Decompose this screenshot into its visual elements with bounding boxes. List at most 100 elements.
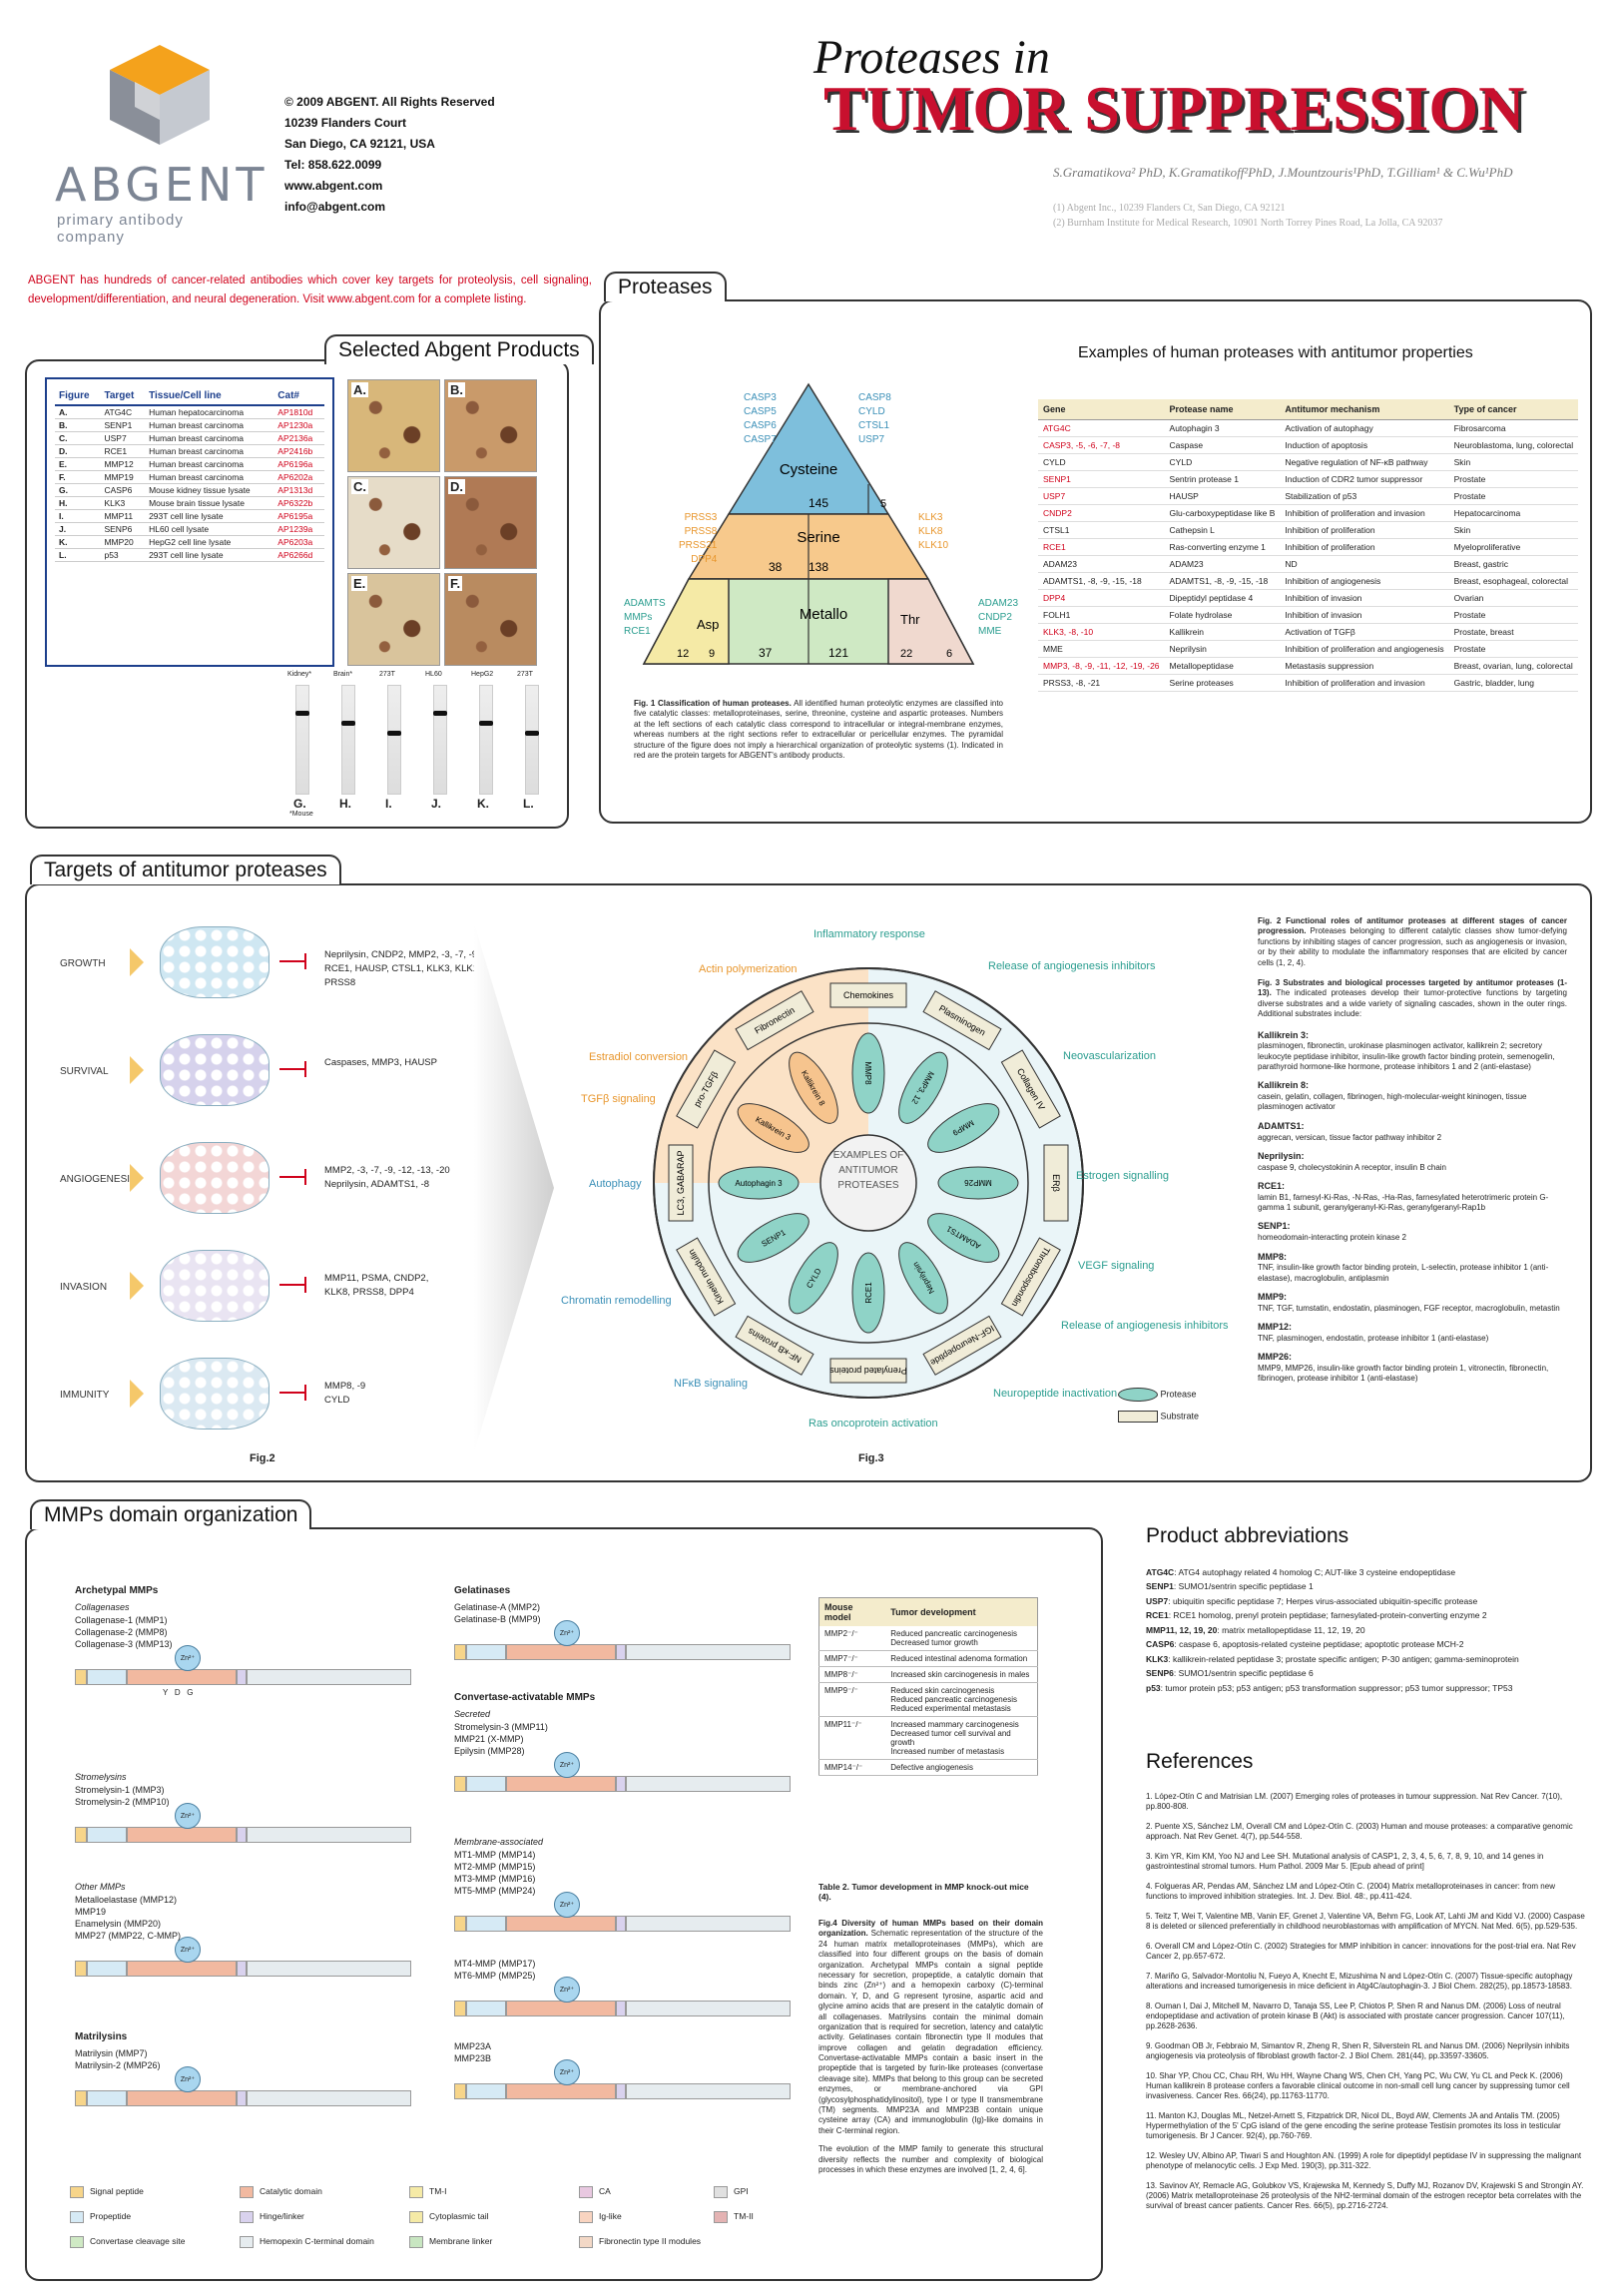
abbr-key: USP7 (1146, 1595, 1169, 1606)
protease-name: USP7 (858, 434, 885, 445)
cell-cluster-image (160, 926, 270, 998)
examples-title: Examples of human proteases with antitum… (1078, 344, 1473, 361)
mmp-domain-bar (87, 1669, 127, 1685)
products-table: Figure Target Tissue/Cell line Cat# A.AT… (55, 387, 324, 562)
table-cell: Inhibition of angiogenesis (1280, 572, 1449, 590)
catalog-link[interactable]: AP1313d (273, 483, 324, 497)
catalog-link[interactable]: AP1230a (273, 418, 324, 432)
mmp-name: Matrilysin-2 (MMP26) (75, 2060, 161, 2070)
affiliation: (1) Abgent Inc., 10239 Flanders Ct, San … (1053, 203, 1286, 214)
poster-title: TUMOR SUPPRESSION (823, 73, 1525, 144)
stage-arrow-icon (130, 1272, 144, 1300)
wb-band (479, 721, 493, 726)
substrate-box: NF-κB proteins (735, 1315, 814, 1376)
protease-name: RCE1 (624, 626, 651, 637)
mmp-name: MMP23A (454, 2041, 492, 2051)
mmp-domain-bar (506, 1644, 616, 1660)
table-cell: Induction of apoptosis (1280, 436, 1449, 454)
wb-label: K. (477, 797, 489, 811)
catalog-link[interactable]: AP6202a (273, 470, 324, 484)
table-cell: Inhibition of proliferation and invasion (1280, 674, 1449, 692)
protease-name: DPP4 (691, 554, 718, 565)
col-header: Mouse model (818, 1597, 886, 1626)
affiliation: (2) Burnham Institute for Medical Resear… (1053, 218, 1443, 229)
mmp-domain-bar (237, 1669, 247, 1685)
substrate-box: Plasminogen (922, 990, 1002, 1051)
abgent-logo[interactable]: ABGENT primary antibody company (55, 40, 264, 246)
stage-proteases: Neprilysin, CNDP2, MMP2, -3, -7, -9 RCE1… (324, 949, 486, 988)
proteases-title: Proteases (604, 272, 727, 301)
zinc-icon: Zn²⁺ (175, 1645, 201, 1671)
funnel-arrow (474, 923, 554, 1452)
substrate-label: Chemokines (843, 990, 894, 1000)
legend-label: Convertase cleavage site (90, 2236, 186, 2246)
address-line: Tel: 858.622.0099 (284, 158, 382, 172)
mmp-name: Stromelysin-3 (MMP11) (454, 1722, 548, 1732)
table-cell: Activation of TGFβ (1280, 623, 1449, 641)
catalog-link[interactable]: AP6266d (273, 548, 324, 562)
table-cell: MMP12 (100, 457, 146, 471)
table-cell: DPP4 (1038, 589, 1165, 607)
process-label: Autophagy (589, 1178, 642, 1190)
website-link[interactable]: www.abgent.com (284, 179, 383, 193)
catalog-link[interactable]: AP1239a (273, 522, 324, 536)
caption-text: Proteases belonging to different catalyt… (1258, 926, 1567, 967)
ihc-image: F. (444, 573, 537, 666)
substrate-heading: SENP1: (1258, 1221, 1291, 1232)
mmp-name: MMP27 (MMP22, C-MMP) (75, 1931, 182, 1941)
table-cell: Folate hydrolase (1164, 606, 1281, 624)
mmp-domain-bar (247, 1827, 411, 1843)
table-cell: MME (1038, 640, 1165, 658)
mmp-name: Epilysin (MMP28) (454, 1746, 525, 1756)
table-cell: MMP11 (100, 509, 146, 523)
cell-cluster-image (160, 1250, 270, 1322)
inhibit-bar (304, 1277, 306, 1293)
mmp-domain-bar (626, 2083, 791, 2099)
abbr-item: SENP1: SUMO1/sentrin specific peptidase … (1146, 1581, 1314, 1592)
address-block: © 2009 ABGENT. All Rights Reserved 10239… (284, 92, 495, 218)
table-cell: Kallikrein (1164, 623, 1281, 641)
table-cell: Human breast carcinoma (145, 418, 274, 432)
stage-proteases: MMP8, -9 CYLD (324, 1381, 366, 1406)
fig2-label: Fig.2 (250, 1452, 275, 1464)
wb-lane (387, 685, 401, 795)
table-cell: ADAM23 (1038, 555, 1165, 573)
ihc-label: C. (351, 479, 368, 494)
catalog-link[interactable]: AP6322b (273, 496, 324, 510)
table-cell: MMP2⁻/⁻ (818, 1626, 886, 1651)
table-cell: p53 (100, 548, 146, 562)
catalog-link[interactable]: AP6195a (273, 509, 324, 523)
protease-name: PRSS3 (684, 512, 718, 523)
legend-swatch (409, 2186, 423, 2198)
cell-cluster-image (160, 1034, 270, 1106)
table-cell: Skin (1448, 453, 1579, 471)
table-cell: USP7 (1038, 487, 1165, 505)
mmp-domain-bar (454, 1644, 466, 1660)
email-link[interactable]: info@abgent.com (284, 200, 386, 214)
catalog-link[interactable]: AP6196a (273, 457, 324, 471)
catalog-link[interactable]: AP2136a (273, 431, 324, 445)
substrate-label: ERβ (1051, 1174, 1061, 1192)
legend-swatch (409, 2236, 423, 2248)
table-cell: CYLD (1038, 453, 1165, 471)
ihc-image: D. (444, 476, 537, 569)
abbr-item: MMP11, 12, 19, 20: matrix metallopeptida… (1146, 1624, 1365, 1635)
catalog-link[interactable]: AP2416b (273, 444, 324, 458)
wb-header: HepG2 (471, 671, 494, 678)
table-cell: Inhibition of invasion (1280, 606, 1449, 624)
abbr-item: USP7: ubiquitin specific peptidase 7; He… (1146, 1595, 1478, 1606)
table-cell: B. (55, 418, 101, 432)
col-header: Gene (1038, 399, 1165, 420)
table-cell: ADAMTS1, -8, -9, -15, -18 (1164, 572, 1281, 590)
mmp-domain-bar (626, 1916, 791, 1932)
catalog-link[interactable]: AP1810d (273, 405, 324, 419)
fig23-caption: Fig. 2 Functional roles of antitumor pro… (1258, 916, 1567, 1393)
catalog-link[interactable]: AP6203a (273, 535, 324, 549)
count-12: 12 (677, 648, 689, 660)
reference-item: 10. Shar YP, Chou CC, Chau RH, Wu HH, Wa… (1146, 2071, 1570, 2100)
protease-label: MMP26 (964, 1178, 992, 1187)
